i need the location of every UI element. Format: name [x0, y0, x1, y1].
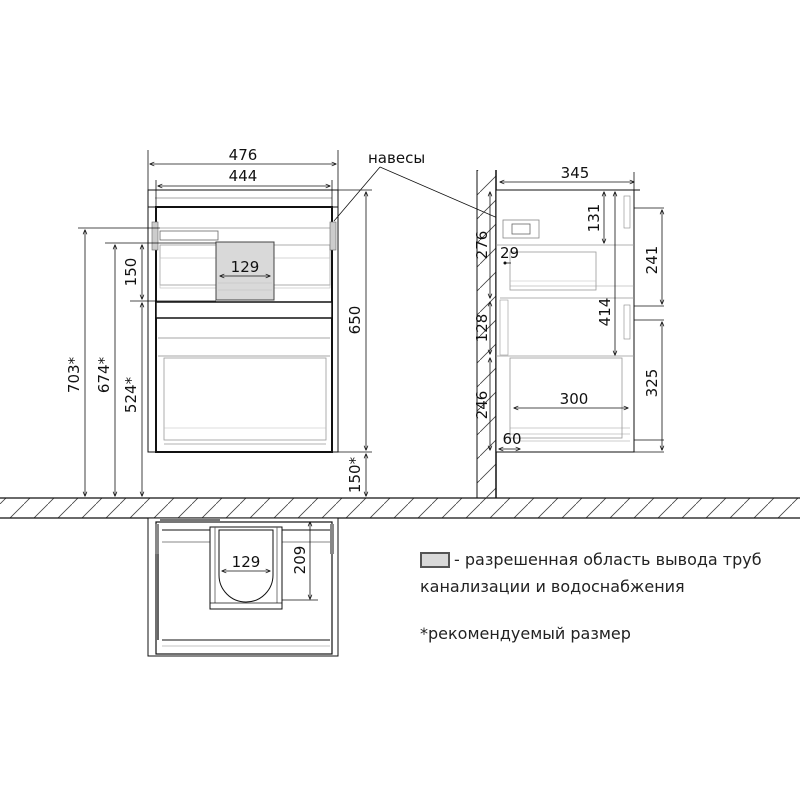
dim-414: 414 [596, 298, 614, 327]
dim-300: 300 [560, 390, 589, 408]
dim-height-650: 650 [346, 306, 364, 335]
dim-128: 128 [473, 314, 491, 343]
dim-inner-width: 444 [229, 167, 258, 185]
top-view: 129 209 [147, 517, 339, 657]
dim-outer-width: 476 [229, 146, 258, 164]
recommended-note: *рекомендуемый размер [420, 624, 631, 643]
floor [0, 497, 800, 519]
hinges-label: навесы [368, 149, 425, 167]
recommended-note-text: *рекомендуемый размер [420, 624, 631, 643]
dim-131: 131 [585, 204, 603, 233]
dim-pipe-zone-width: 129 [231, 258, 260, 276]
dim-top-pipe-depth: 209 [291, 546, 309, 575]
pipe-zone-front [215, 241, 275, 301]
pipe-zone-top [209, 526, 283, 610]
legend-line-2: канализации и водоснабжения [420, 577, 685, 596]
dim-325: 325 [643, 369, 661, 398]
pipe-zone-swatch [420, 552, 450, 568]
dim-29: 29 [500, 244, 519, 262]
side-view: 345 131 414 241 325 276 128 246 29 300 6… [473, 164, 664, 498]
legend: - разрешенная область вывода труб [420, 550, 762, 569]
front-view: 476 444 129 650 150* 703* 674* 524* 150 … [65, 146, 517, 496]
dim-276: 276 [473, 231, 491, 260]
dim-246: 246 [473, 391, 491, 420]
dim-floor-gap: 150* [346, 456, 364, 493]
dim-height-674: 674* [95, 356, 113, 393]
legend-line-1: - разрешенная область вывода труб [454, 550, 762, 569]
dim-height-703: 703* [65, 356, 83, 393]
dim-241: 241 [643, 246, 661, 275]
dim-top-pipe-width: 129 [232, 553, 261, 571]
dim-60: 60 [502, 430, 521, 448]
dim-height-524: 524* [122, 376, 140, 413]
dim-pipe-zone-height: 150 [122, 258, 140, 287]
legend-continuation: канализации и водоснабжения [420, 577, 685, 596]
dim-depth: 345 [561, 164, 590, 182]
